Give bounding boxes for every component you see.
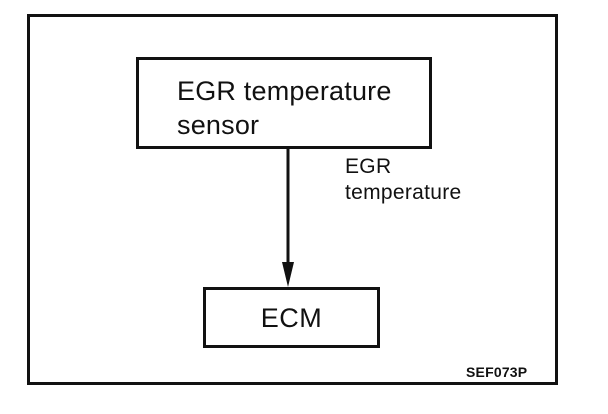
ecm-label: ECM (260, 303, 323, 333)
egr-temperature-sensor-box: EGR temperature sensor (136, 57, 432, 149)
reference-code: SEF073P (466, 364, 528, 380)
diagram-frame (27, 14, 558, 385)
signal-label: EGR temperature (345, 155, 462, 204)
sensor-label: EGR temperature sensor (177, 76, 392, 140)
ecm-box: ECM (203, 287, 380, 348)
